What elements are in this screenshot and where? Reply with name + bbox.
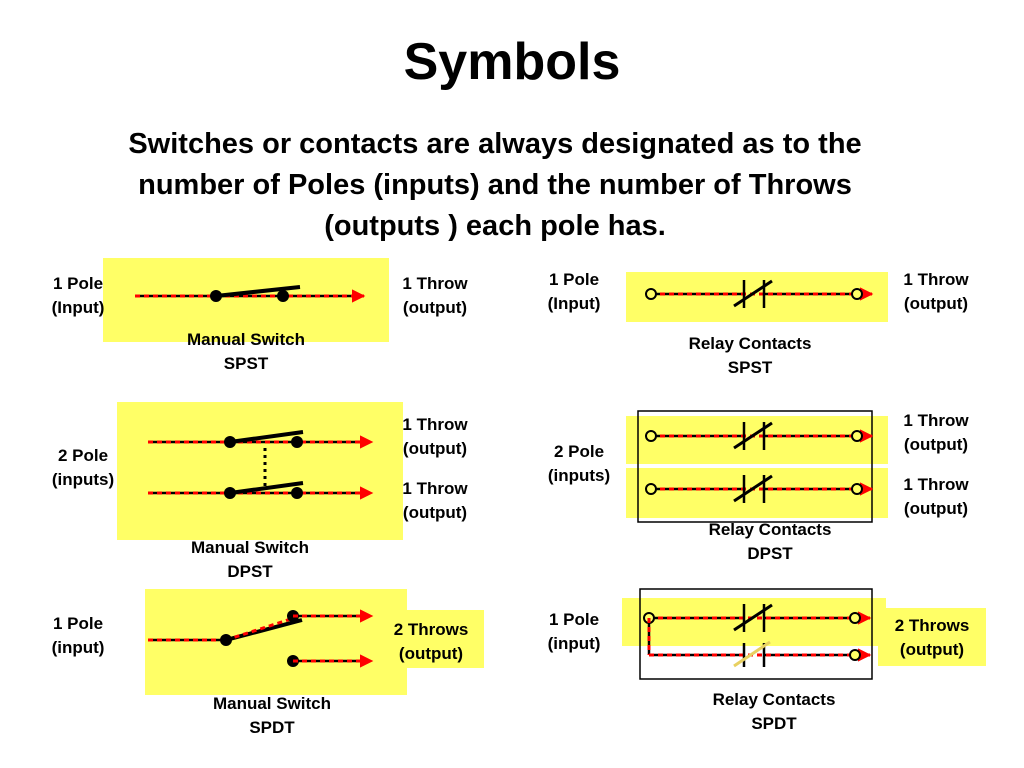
relay-dpst-symbol xyxy=(637,410,874,523)
page-subtitle: Switches or contacts are always designat… xyxy=(128,128,862,242)
relay-dpst-highlight-top xyxy=(626,416,888,464)
relay-spdt-caption: Relay Contacts SPDT xyxy=(712,690,836,733)
manual-spdt-caption: Manual Switch SPDT xyxy=(212,694,332,737)
page-title: Symbols xyxy=(403,33,621,91)
relay-spst-pole-label: 1 Pole (Input) xyxy=(547,270,601,313)
relay-spdt-symbol xyxy=(639,588,873,680)
manual-spst-highlight xyxy=(103,258,389,342)
relay-spst-caption: Relay Contacts SPST xyxy=(688,334,812,377)
manual-spdt-highlight xyxy=(145,589,407,695)
manual-spdt-throw-highlight xyxy=(378,610,484,668)
relay-dpst-highlight-bottom xyxy=(626,468,888,518)
manual-dpst-throw1-label: 1 Throw (output) xyxy=(402,415,468,458)
relay-spdt-throw-label: 2 Throws (output) xyxy=(894,616,970,659)
manual-spst-pole-label: 1 Pole (Input) xyxy=(51,274,105,317)
relay-dpst-throw2-label: 1 Throw (output) xyxy=(903,475,969,518)
relay-dpst-caption: Relay Contacts DPST xyxy=(708,520,832,563)
relay-spst-symbol xyxy=(645,279,874,308)
manual-spdt-pole-label: 1 Pole (input) xyxy=(51,614,105,657)
manual-dpst-highlight xyxy=(117,402,403,540)
relay-dpst-pole-label: 2 Pole (inputs) xyxy=(547,442,611,485)
manual-dpst-pole-label: 2 Pole (inputs) xyxy=(51,446,115,489)
manual-spst-throw-label: 1 Throw (output) xyxy=(402,274,468,317)
relay-spdt-pole-label: 1 Pole (input) xyxy=(547,610,601,653)
manual-spdt-symbol xyxy=(148,609,374,668)
manual-spst-caption: Manual Switch SPST xyxy=(186,330,306,373)
relay-spdt-highlight xyxy=(622,598,886,646)
manual-spst-symbol xyxy=(135,285,366,303)
manual-spdt-throw-label: 2 Throws (output) xyxy=(393,620,469,663)
manual-dpst-symbol xyxy=(148,430,374,500)
relay-spst-throw-label: 1 Throw (output) xyxy=(903,270,969,313)
relay-spdt-throw-highlight xyxy=(878,608,986,666)
relay-dpst-throw1-label: 1 Throw (output) xyxy=(903,411,969,454)
manual-dpst-throw2-label: 1 Throw (output) xyxy=(402,479,468,522)
relay-spst-highlight xyxy=(626,272,888,322)
manual-dpst-caption: Manual Switch DPST xyxy=(190,538,310,581)
